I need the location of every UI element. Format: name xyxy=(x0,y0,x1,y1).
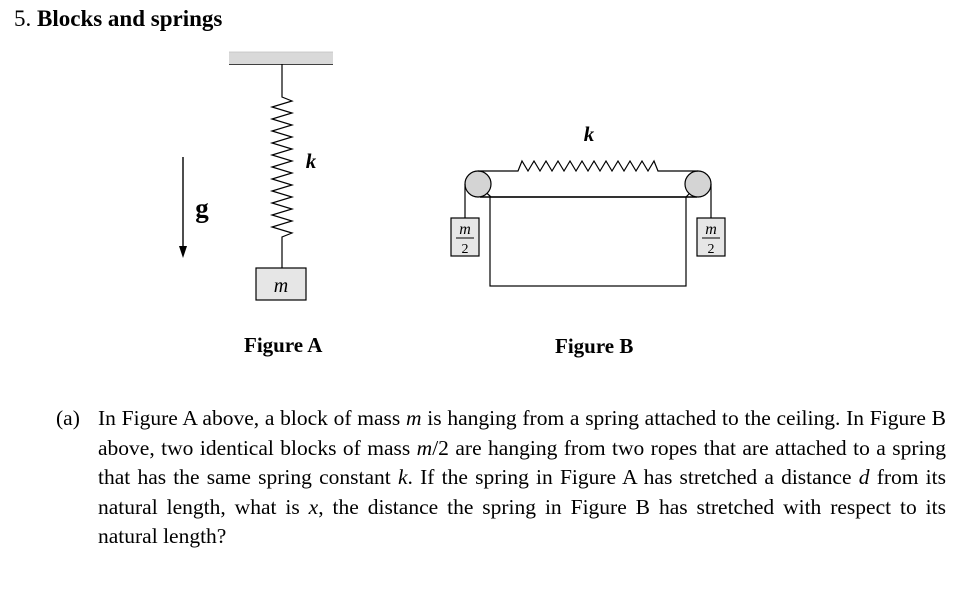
ceiling-fill xyxy=(229,52,333,64)
mass-right-denominator: 2 xyxy=(708,242,715,257)
mass-block-right xyxy=(696,217,726,257)
question-text-part: /2 are hanging from two ropes that are a… xyxy=(98,435,947,490)
question-text-part: In Figure A above, a block of mass xyxy=(98,406,407,430)
question-text-part: . If the spring in Figure A has stretche… xyxy=(407,465,859,489)
question-var-d: d xyxy=(858,465,870,489)
problem-heading: 5. Blocks and springs xyxy=(14,6,222,32)
spring-a xyxy=(269,64,295,268)
problem-number: 5. xyxy=(14,6,32,31)
question-var-m: m xyxy=(406,406,422,430)
question-var-m: m xyxy=(416,435,433,460)
question-var-x: x xyxy=(308,494,319,519)
question-marker: (a) xyxy=(56,406,80,430)
mass-left-numerator: m xyxy=(459,221,471,238)
figure-a-caption: Figure A xyxy=(244,333,323,357)
mass-block-a xyxy=(255,267,307,301)
gravity-arrow-head xyxy=(179,246,187,258)
spring-b xyxy=(510,159,666,173)
figure-b-caption: Figure B xyxy=(555,334,634,358)
spring-label-a: k xyxy=(306,149,317,173)
mass-block-left xyxy=(450,217,480,257)
spring-label-b: k xyxy=(584,122,595,146)
question-text-part: is hanging from a spring attached to the… xyxy=(98,406,946,460)
pulley-right xyxy=(684,170,712,198)
table-block xyxy=(489,196,687,287)
problem-title: Blocks and springs xyxy=(37,6,223,31)
question-text-part: , the distance the spring in Figure B ha… xyxy=(98,494,946,549)
question-var-k: k xyxy=(397,465,408,489)
question-text: In Figure A above, a block of mass m is … xyxy=(98,404,946,552)
gravity-label: g xyxy=(195,193,209,223)
figure-a: m k g xyxy=(179,51,333,301)
figures-diagram: m k g k m 2 m 2 xyxy=(179,51,726,301)
mass-left-denominator: 2 xyxy=(462,242,469,257)
figure-b: k m 2 m 2 xyxy=(450,122,726,287)
mass-right-numerator: m xyxy=(705,221,717,238)
pulley-left xyxy=(464,170,492,198)
mass-label-a: m xyxy=(274,275,288,297)
question-a: (a) In Figure A above, a block of mass m… xyxy=(56,404,946,552)
question-text-part: from its natural length, what is xyxy=(98,465,946,519)
